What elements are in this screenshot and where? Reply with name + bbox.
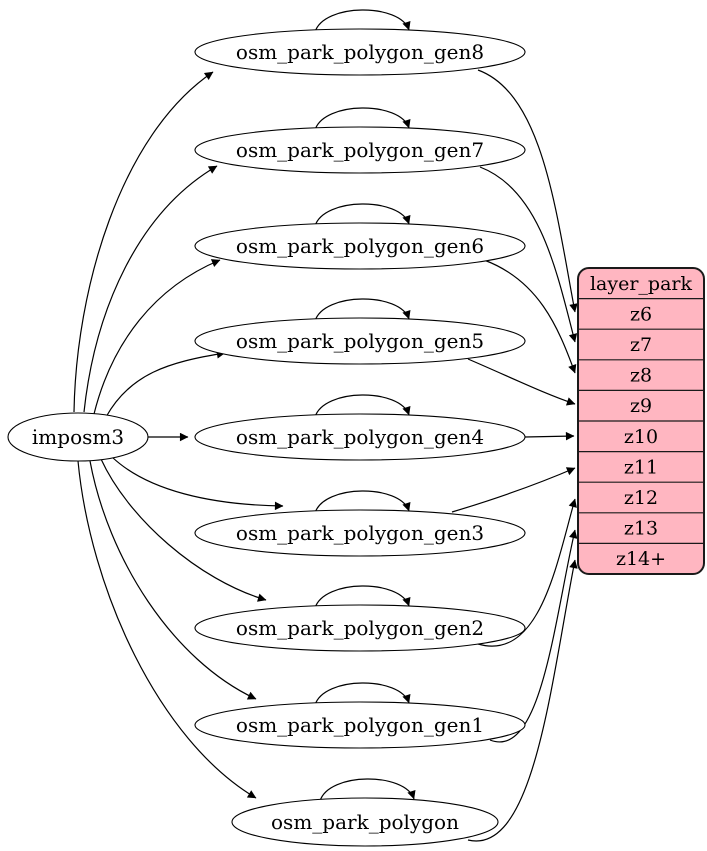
node-polygon: osm_park_polygon (231, 797, 499, 847)
edge-gen2-to-z12 (477, 498, 577, 647)
edge-gen6-to-z8 (483, 259, 577, 374)
layer-park-row-z7: z7 (630, 334, 652, 356)
node-imposm3: imposm3 (7, 412, 149, 462)
node-layer-park: layer_park z6 z7 z8 z9 z10 z11 z12 z13 z14+ (577, 267, 705, 575)
edge-imposm3-to-gen6 (93, 259, 221, 415)
self-loop-edge-gen1 (314, 682, 411, 706)
self-loop-edge-gen5 (314, 298, 411, 322)
node-label-gen3: osm_park_polygon_gen3 (236, 521, 484, 545)
layer-park-row-z9: z9 (630, 395, 652, 417)
node-gen6: osm_park_polygon_gen6 (194, 222, 526, 270)
edge-imposm3-to-gen8 (73, 71, 214, 413)
node-label-gen7: osm_park_polygon_gen7 (236, 138, 484, 162)
edge-imposm3-to-gen1 (89, 460, 257, 700)
edge-gen1-to-z13 (489, 529, 578, 743)
edge-gen3-to-z11 (451, 467, 576, 513)
self-loop-edge-gen2 (314, 585, 411, 609)
layer-park-row-z10: z10 (624, 426, 658, 448)
node-shape-gen6 (194, 222, 526, 270)
edge-gen7-to-z7 (479, 166, 578, 343)
node-shape-gen4 (194, 413, 526, 461)
self-loop-edge-gen8 (314, 9, 411, 33)
edge-imposm3-to-gen7 (83, 165, 218, 413)
node-gen3: osm_park_polygon_gen3 (194, 509, 526, 557)
node-gen8: osm_park_polygon_gen8 (194, 28, 526, 76)
node-shape-gen5 (194, 317, 526, 365)
self-loop-edge-polygon (319, 778, 416, 802)
node-shape-polygon (231, 797, 499, 847)
layer-park-row-z8: z8 (630, 365, 652, 387)
edge-gen5-to-z9 (467, 358, 576, 406)
edge-imposm3-to-gen3 (111, 456, 284, 511)
node-gen2: osm_park_polygon_gen2 (194, 604, 526, 652)
node-shape-gen2 (194, 604, 526, 652)
edge-polygon-to-z14+ (467, 559, 578, 842)
node-gen7: osm_park_polygon_gen7 (194, 126, 526, 174)
node-shape-gen7 (194, 126, 526, 174)
node-label-gen1: osm_park_polygon_gen1 (236, 713, 484, 737)
self-loop-edge-gen7 (314, 107, 411, 131)
self-loop-edge-gen6 (314, 203, 411, 227)
node-gen1: osm_park_polygon_gen1 (194, 701, 526, 749)
node-shape-gen3 (194, 509, 526, 557)
layer-park-row-z14plus: z14+ (616, 548, 666, 570)
layer-park-row-z6: z6 (630, 303, 652, 325)
edge-imposm3-to-gen5 (105, 350, 226, 418)
node-shape-gen8 (194, 28, 526, 76)
node-label-gen5: osm_park_polygon_gen5 (236, 329, 484, 353)
node-shape-gen1 (194, 701, 526, 749)
layer-park-row-z13: z13 (624, 518, 658, 540)
layer-park-title: layer_park (590, 273, 693, 295)
node-label-gen8: osm_park_polygon_gen8 (236, 40, 484, 64)
node-label-gen4: osm_park_polygon_gen4 (236, 425, 484, 449)
layer-park-row-z12: z12 (624, 487, 658, 509)
node-label-gen2: osm_park_polygon_gen2 (236, 616, 484, 640)
self-loop-edge-gen4 (314, 394, 411, 418)
node-label-polygon: osm_park_polygon (271, 810, 459, 834)
edge-imposm3-to-polygon (77, 460, 257, 799)
edge-gen4-to-z10 (524, 431, 575, 441)
node-label-imposm3: imposm3 (32, 425, 124, 449)
layer-park-row-z11: z11 (624, 456, 658, 478)
edge-gen8-to-z6 (477, 69, 578, 313)
edge-imposm3-to-gen2 (100, 458, 267, 602)
self-loop-edge-gen3 (314, 490, 411, 514)
node-shape-imposm3 (7, 412, 149, 462)
node-gen5: osm_park_polygon_gen5 (194, 317, 526, 365)
node-label-gen6: osm_park_polygon_gen6 (236, 234, 484, 258)
node-gen4: osm_park_polygon_gen4 (194, 413, 526, 461)
